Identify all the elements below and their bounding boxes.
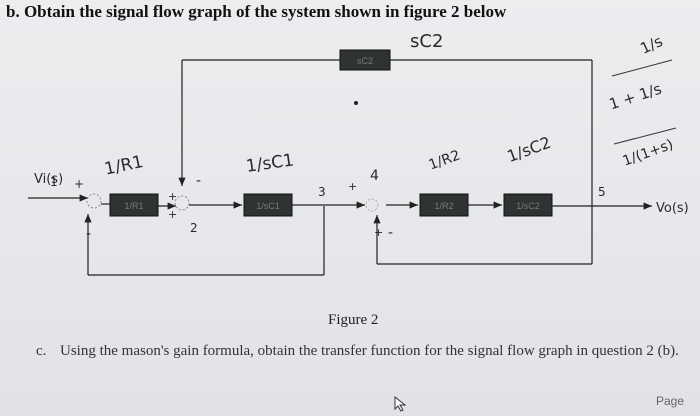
node-4: 4 — [370, 168, 379, 184]
summing-junction-1 — [86, 193, 102, 209]
dot-marker — [354, 101, 358, 105]
block-diagram: sC2 Vi(s) + - 1/R1 - + + 1/sC1 + - + — [28, 31, 689, 276]
note-over-block-3: 1/R2 — [427, 147, 463, 173]
block-3-r2: 1/R2 — [419, 193, 469, 217]
sum1-plus-sign: + — [74, 177, 84, 191]
sum2-plus-sign: + — [168, 190, 177, 203]
node-5: 5 — [598, 185, 606, 199]
node-1: 1 — [50, 175, 58, 189]
block-2-sc1: 1/sC1 — [243, 193, 293, 217]
sum3-bottom-plus-sign: + — [374, 226, 383, 239]
summing-junction-2 — [174, 195, 190, 211]
note-right-top: 1/s — [637, 32, 665, 58]
block-4-sc2: 1/sC2 — [503, 193, 553, 217]
cursor-icon — [394, 396, 407, 412]
block-1-r1: 1/R1 — [109, 193, 159, 217]
sum2-minus-sign: - — [196, 173, 201, 189]
figure-caption: Figure 2 — [328, 312, 379, 328]
note-right-low: 1/(1+s) — [621, 137, 676, 170]
block-2-label: 1/sC1 — [256, 201, 280, 211]
feedback-loop-bottom-2 — [373, 206, 593, 265]
page-label: Page — [656, 394, 685, 408]
block-3-label: 1/R2 — [434, 201, 453, 211]
question-b-title: b. Obtain the signal flow graph of the s… — [6, 2, 507, 21]
note-over-block-4: 1/sC2 — [504, 133, 553, 166]
feedback-loop-bottom-1 — [84, 206, 325, 276]
sum3-minus-sign: - — [388, 225, 393, 241]
question-c-number: c. — [36, 343, 47, 359]
note-over-block-1: 1/R1 — [103, 152, 145, 180]
node-2: 2 — [190, 221, 198, 235]
node-3: 3 — [318, 185, 326, 199]
block-4-label: 1/sC2 — [516, 201, 540, 211]
sum3-plus-sign: + — [348, 180, 357, 193]
note-right-mid: 1 + 1/s — [607, 80, 664, 114]
output-label: Vo(s) — [656, 201, 689, 216]
summing-junction-3 — [365, 198, 379, 212]
input-label: Vi(s) — [34, 172, 63, 187]
feedback-block-label: sC2 — [357, 56, 373, 66]
block-1-label: 1/R1 — [124, 201, 143, 211]
note-over-block-2: 1/sC1 — [245, 150, 295, 176]
scribble-top: sC2 — [410, 31, 443, 52]
feedback-block-sc2: sC2 — [339, 49, 391, 71]
question-c-text: Using the mason's gain formula, obtain t… — [60, 343, 679, 359]
sum2-bottom-plus-sign: + — [168, 208, 177, 221]
feedback-loop-top — [178, 59, 593, 206]
